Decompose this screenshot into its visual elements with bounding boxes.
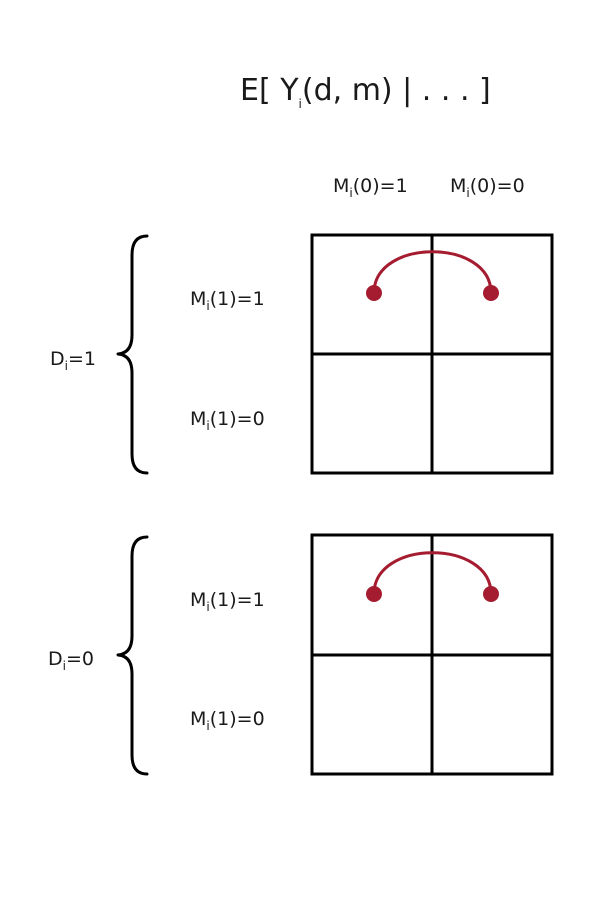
group-label-d1: Di=1 bbox=[50, 348, 96, 373]
brace-d1 bbox=[116, 234, 149, 475]
brace-d0 bbox=[116, 535, 149, 776]
column-header-m0-1: Mi(0)=1 bbox=[333, 175, 408, 200]
cell-dot-d1-left bbox=[366, 285, 382, 301]
column-header-m0-0: Mi(0)=0 bbox=[450, 175, 525, 200]
cell-dot-d1-right bbox=[483, 285, 499, 301]
row-label-d1-m1-0: Mi(1)=0 bbox=[190, 408, 265, 433]
row-label-d0-m1-0: Mi(1)=0 bbox=[190, 708, 265, 733]
comparison-arc-d1 bbox=[372, 250, 493, 294]
title: E[ Yi(d, m) | . . . ] bbox=[240, 73, 491, 111]
panel-d1: Di=1 Mi(1)=1 Mi(1)=0 bbox=[50, 233, 554, 475]
panel-d0: Di=0 Mi(1)=1 Mi(1)=0 bbox=[48, 533, 554, 776]
row-label-d0-m1-1: Mi(1)=1 bbox=[190, 589, 265, 614]
comparison-arc-d0 bbox=[372, 551, 493, 595]
cell-dot-d0-right bbox=[483, 586, 499, 602]
row-label-d1-m1-1: Mi(1)=1 bbox=[190, 288, 265, 313]
cell-dot-d0-left bbox=[366, 586, 382, 602]
group-label-d0: Di=0 bbox=[48, 648, 94, 673]
